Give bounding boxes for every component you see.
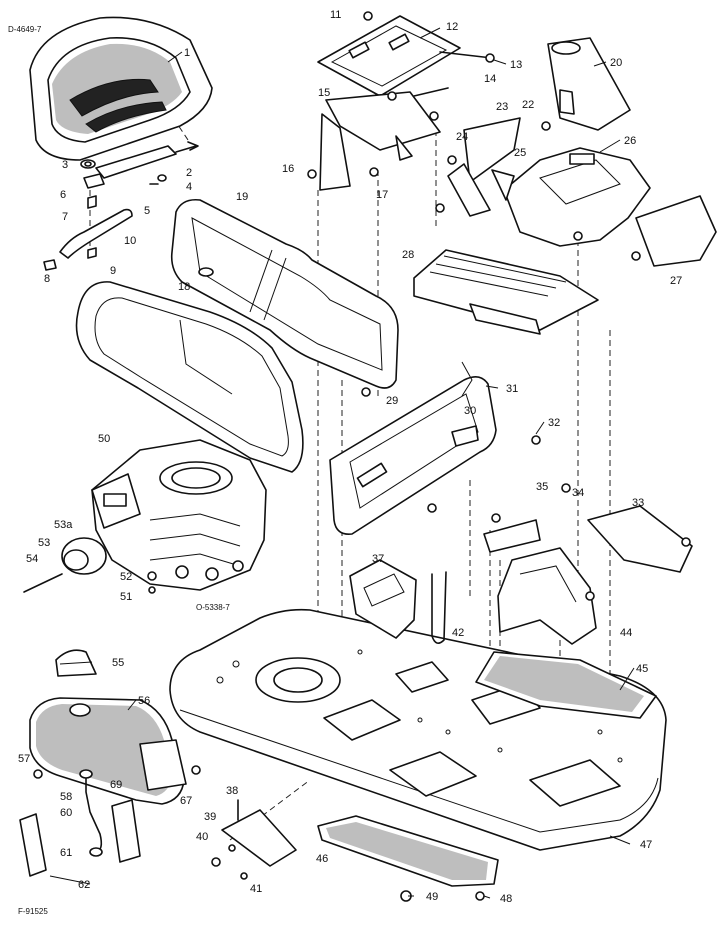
callout-41: 41 bbox=[250, 883, 262, 895]
callout-22: 22 bbox=[522, 99, 534, 111]
callout-10: 10 bbox=[124, 235, 136, 247]
callout-25: 25 bbox=[514, 147, 526, 159]
callout-31: 31 bbox=[506, 383, 518, 395]
rear-fender-assembly bbox=[503, 37, 717, 267]
callout-54: 54 bbox=[26, 553, 38, 565]
callout-13: 13 bbox=[510, 59, 522, 71]
callout-38: 38 bbox=[226, 785, 238, 797]
callout-53: 53 bbox=[38, 537, 50, 549]
callout-28: 28 bbox=[402, 249, 414, 261]
callout-40: 40 bbox=[196, 831, 208, 843]
battery-and-brackets bbox=[349, 505, 693, 645]
callout-58: 58 bbox=[60, 791, 72, 803]
callout-47: 47 bbox=[640, 839, 652, 851]
bottom-bracket bbox=[211, 799, 297, 880]
drawing-code-top-left: D-4649-7 bbox=[8, 25, 42, 34]
callout-67: 67 bbox=[180, 795, 192, 807]
callout-30: 30 bbox=[464, 405, 476, 417]
callout-8: 8 bbox=[44, 273, 50, 285]
hardware-fasteners bbox=[191, 11, 691, 902]
callout-11: 11 bbox=[330, 9, 341, 21]
callout-52: 52 bbox=[120, 571, 132, 583]
callout-12: 12 bbox=[446, 21, 458, 33]
callout-48: 48 bbox=[500, 893, 512, 905]
dash-panel bbox=[170, 198, 399, 389]
fuel-lines bbox=[19, 769, 141, 877]
step-plates bbox=[317, 651, 657, 887]
callout-53a: 53a bbox=[54, 519, 73, 531]
callout-37: 37 bbox=[372, 553, 384, 565]
callout-33: 33 bbox=[632, 497, 644, 509]
callout-2: 2 bbox=[186, 167, 192, 179]
callout-56: 56 bbox=[138, 695, 150, 707]
callout-1: 1 bbox=[184, 47, 190, 59]
callout-15: 15 bbox=[318, 87, 330, 99]
callout-26: 26 bbox=[624, 135, 636, 147]
engine bbox=[91, 439, 267, 591]
leader-lines bbox=[49, 27, 635, 899]
callout-55: 55 bbox=[112, 657, 124, 669]
callout-45: 45 bbox=[636, 663, 648, 675]
callout-34: 34 bbox=[572, 487, 584, 499]
callout-69: 69 bbox=[110, 779, 122, 791]
drawing-code-bottom-left: F-91525 bbox=[18, 907, 48, 916]
callout-5: 5 bbox=[144, 205, 150, 217]
pedal-bracket bbox=[447, 117, 521, 217]
seat-support-bracket bbox=[317, 15, 493, 191]
seat bbox=[29, 16, 213, 161]
callout-17: 17 bbox=[376, 189, 388, 201]
callout-49: 49 bbox=[426, 891, 438, 903]
callout-27: 27 bbox=[670, 275, 682, 287]
callout-19: 19 bbox=[236, 191, 248, 203]
callout-4: 4 bbox=[186, 181, 192, 193]
callout-50: 50 bbox=[98, 433, 110, 445]
callout-24: 24 bbox=[456, 131, 468, 143]
callout-39: 39 bbox=[204, 811, 216, 823]
callout-44: 44 bbox=[620, 627, 632, 639]
callout-6: 6 bbox=[60, 189, 66, 201]
callout-3: 3 bbox=[62, 159, 68, 171]
seat-hardware bbox=[43, 141, 199, 271]
callout-51: 51 bbox=[120, 591, 132, 603]
hood-side-panel bbox=[75, 281, 304, 473]
callout-16: 16 bbox=[282, 163, 294, 175]
callout-7: 7 bbox=[62, 211, 68, 223]
callout-42: 42 bbox=[452, 627, 464, 639]
fuel-tank bbox=[29, 649, 187, 805]
callout-32: 32 bbox=[548, 417, 560, 429]
callout-57: 57 bbox=[18, 753, 30, 765]
foot-plate bbox=[413, 249, 599, 335]
callout-18: 18 bbox=[178, 281, 190, 293]
callout-35: 35 bbox=[536, 481, 548, 493]
callout-60: 60 bbox=[60, 807, 72, 819]
chassis-frame bbox=[169, 608, 667, 851]
front-panel bbox=[329, 361, 497, 536]
part-callouts: 1 2 3 4 5 6 7 8 9 10 11 12 13 14 15 16 1… bbox=[18, 9, 682, 905]
callout-9: 9 bbox=[110, 265, 116, 277]
callout-14: 14 bbox=[484, 73, 496, 85]
callout-46: 46 bbox=[316, 853, 328, 865]
callout-29: 29 bbox=[386, 395, 398, 407]
callout-62: 62 bbox=[78, 879, 90, 891]
engine-starter bbox=[23, 537, 157, 594]
callout-61: 61 bbox=[60, 847, 72, 859]
callout-20: 20 bbox=[610, 57, 622, 69]
callout-23: 23 bbox=[496, 101, 508, 113]
drawing-code-engine: O-5338-7 bbox=[196, 603, 230, 612]
